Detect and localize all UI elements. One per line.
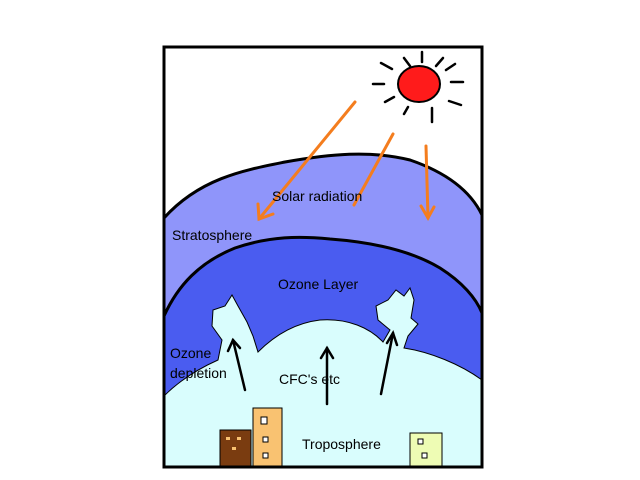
label-ozone-layer: Ozone Layer xyxy=(278,276,358,292)
label-solar-radiation: Solar radiation xyxy=(272,188,362,204)
cfc-arrows xyxy=(226,330,399,406)
label-troposphere: Troposphere xyxy=(302,436,381,452)
ozone-layer-boundary-line xyxy=(162,235,484,317)
stratosphere-boundary-line xyxy=(162,152,484,220)
arrow-icon xyxy=(419,144,436,222)
arrow-icon xyxy=(226,337,247,392)
label-stratosphere: Stratosphere xyxy=(172,227,252,243)
building-icon xyxy=(409,432,443,467)
building-green xyxy=(409,432,443,467)
sun-icon xyxy=(371,50,465,124)
diagram-frame-border xyxy=(162,45,484,469)
label-cfcs: CFC's etc xyxy=(279,371,340,387)
building-icon xyxy=(252,407,283,467)
arrow-icon xyxy=(319,345,335,406)
arrow-icon xyxy=(256,100,357,222)
troposphere-region xyxy=(163,286,483,468)
label-ozone-depletion-line1: Ozone xyxy=(170,345,211,361)
sun-rays xyxy=(371,50,465,124)
solar-radiation-arrows xyxy=(256,100,436,222)
label-ozone-depletion-line2: depletion xyxy=(170,365,227,381)
arrow-icon xyxy=(379,330,399,396)
sun-disc xyxy=(397,65,441,103)
arrow-icon xyxy=(352,132,395,207)
building-icon xyxy=(219,429,252,467)
